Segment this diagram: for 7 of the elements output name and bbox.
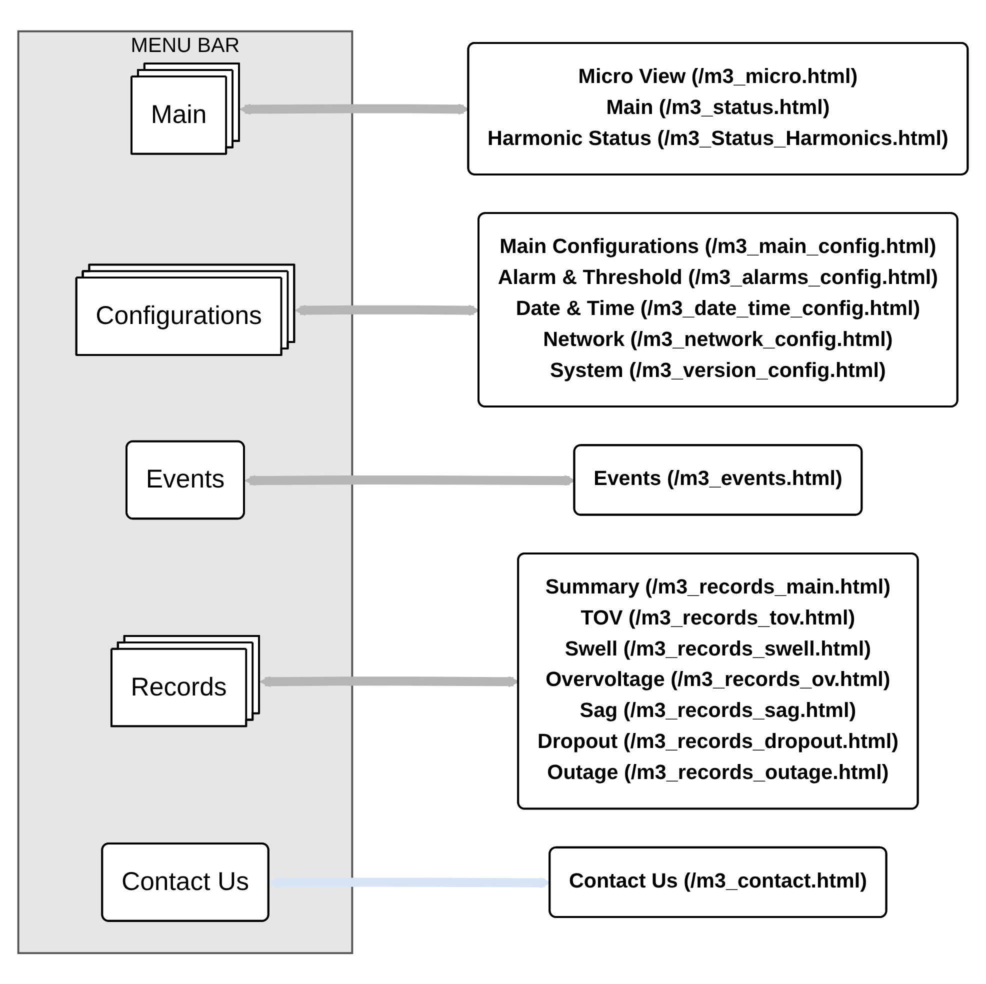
arrow bbox=[240, 103, 470, 115]
arrow bbox=[294, 304, 480, 316]
arrow bbox=[260, 676, 520, 688]
arrow bbox=[269, 876, 551, 888]
diagram: MENU BAR Main Configurations Events Records Contact Us Micro View (/m3_micro.html) Main (/m3_status.html) Harmonic Status (/m3_Status_Harmonics.html) Main Configurations (/m3_main_config.html) Alarm & Threshold (/m3_alarms_config.html) Date & Time (/m3_date_time_config.html) Network (/m3_network_config.html) System (/m3_version_config.html) Events (/m3_events.html) Summary (/m3_records_main.html) TOV (/m3_records_tov.html) Swell (/m3_records_swell.html) Overvoltage (/m3_records_ov.html) Sag (/m3_records_sag.html) Dropout (/m3_records_dropout.html) Outage (/m3_records_outage.html) Contact Us (/m3_contact.html) bbox=[8, 20, 978, 964]
arrow bbox=[244, 474, 576, 486]
cluster bbox=[17, 30, 354, 954]
